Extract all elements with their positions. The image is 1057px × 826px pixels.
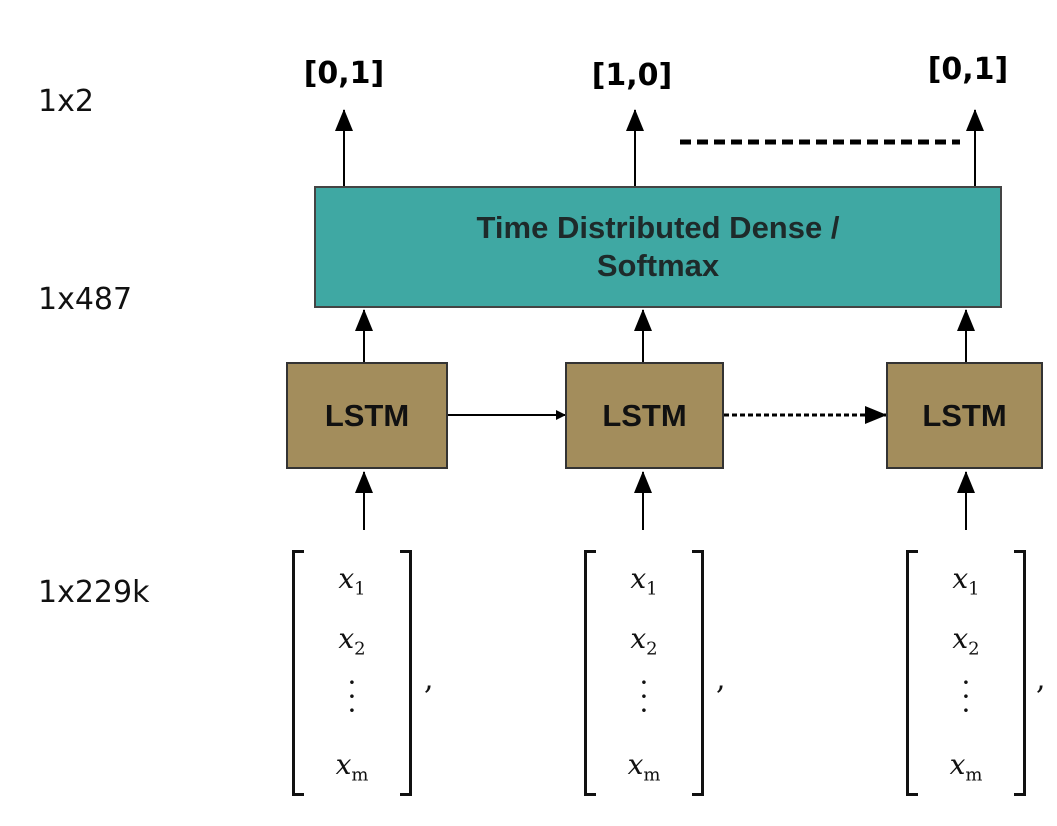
dimension-label-input: 1x229k [38,575,150,610]
output-label-2: [1,0] [591,58,673,93]
dense-layer-title-line1: Time Distributed Dense / [476,210,840,245]
vector-entry-x1: x1 [630,562,658,600]
lstm-cell-2: LSTM [565,362,724,469]
vector-entry-xm: xm [335,748,369,786]
input-vector-3: x1 x2 ··· xm [906,550,1026,796]
vector-entry-x2: x2 [630,622,658,660]
time-distributed-dense-layer: Time Distributed Dense / Softmax [314,186,1002,308]
vector-entry-x1: x1 [338,562,366,600]
vector-entry-x1: x1 [952,562,980,600]
comma: , [716,662,726,697]
vector-entry-x2: x2 [952,622,980,660]
dimension-label-output: 1x2 [38,84,94,119]
vertical-ellipsis: ··· [639,666,649,727]
dense-layer-title-line2: Softmax [596,248,720,283]
dimension-label-hidden: 1x487 [38,282,133,317]
right-bracket [400,550,412,796]
lstm-cell-label: LSTM [922,397,1007,433]
vector-entry-xm: xm [627,748,661,786]
lstm-cell-label: LSTM [324,397,410,433]
vector-entry-xm: xm [949,748,983,786]
vertical-ellipsis: ··· [961,666,971,727]
comma: , [1036,662,1046,697]
lstm-cell-label: LSTM [602,397,687,433]
left-bracket [584,550,596,796]
vertical-ellipsis: ··· [347,666,357,727]
input-vector-1: x1 x2 ··· xm [292,550,412,796]
lstm-cell-3: LSTM [886,362,1043,469]
comma: , [424,662,434,697]
right-bracket [692,550,704,796]
output-label-3: [0,1] [927,52,1009,87]
output-label-1: [0,1] [303,56,385,91]
vector-entry-x2: x2 [338,622,366,660]
left-bracket [292,550,304,796]
left-bracket [906,550,918,796]
right-bracket [1014,550,1026,796]
lstm-cell-1: LSTM [286,362,448,469]
input-vector-2: x1 x2 ··· xm [584,550,704,796]
